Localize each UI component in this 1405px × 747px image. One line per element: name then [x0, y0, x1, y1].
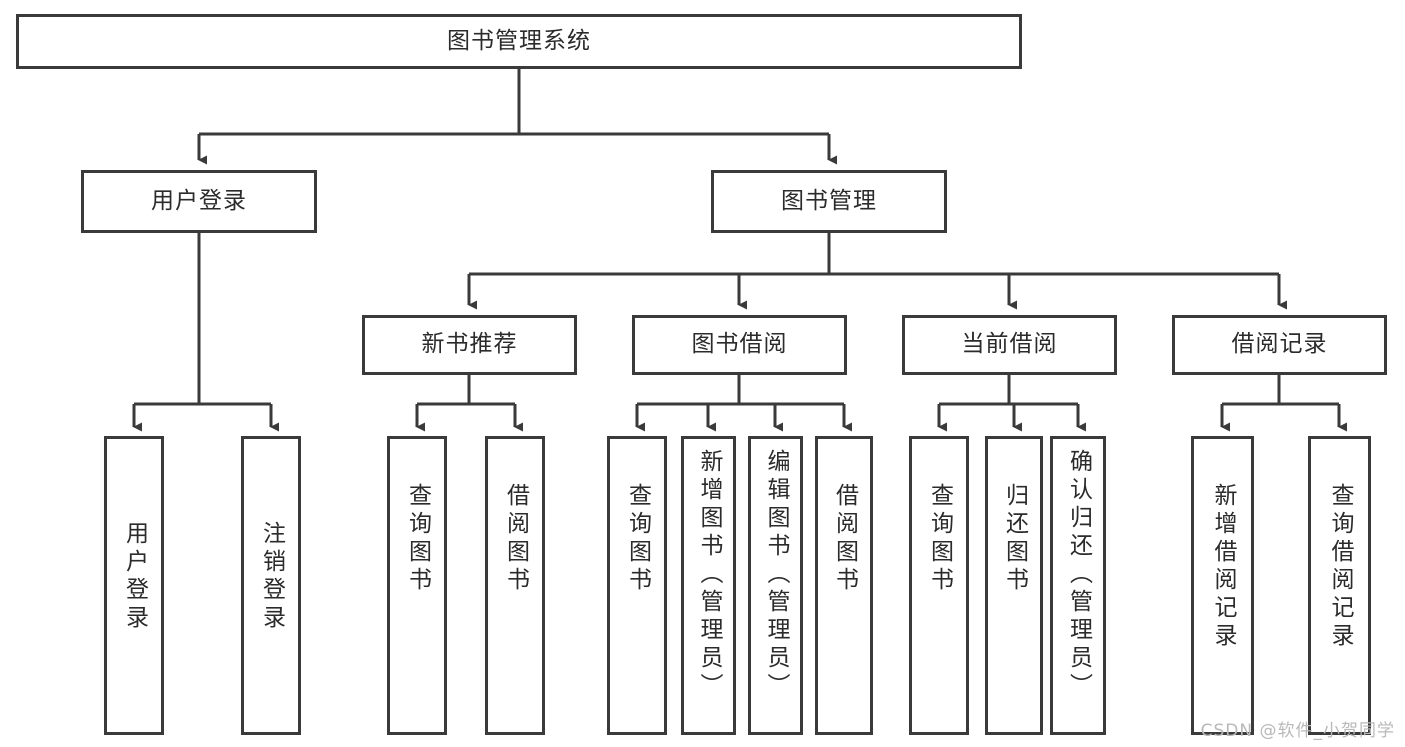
node-leaf-confirm-return-label: 确认归还（管理员） — [1065, 449, 1092, 701]
node-book-borrow[interactable]: 图书借阅 — [632, 315, 847, 375]
node-book-manage-label: 图书管理 — [781, 187, 877, 214]
node-leaf-query-record[interactable]: 查询借阅记录 — [1308, 436, 1371, 735]
node-leaf-borrow-book-1[interactable]: 借阅图书 — [485, 436, 545, 735]
node-leaf-borrow-book-2[interactable]: 借阅图书 — [815, 436, 873, 735]
node-root-label: 图书管理系统 — [447, 27, 591, 54]
node-leaf-add-record[interactable]: 新增借阅记录 — [1191, 436, 1254, 735]
node-user-login-label: 用户登录 — [151, 187, 247, 214]
node-leaf-query-book-3[interactable]: 查询图书 — [909, 436, 969, 735]
node-leaf-add-record-label: 新增借阅记录 — [1210, 483, 1236, 651]
node-leaf-query-book-1[interactable]: 查询图书 — [387, 436, 447, 735]
node-leaf-add-book-label: 新增图书（管理员） — [696, 449, 722, 701]
node-current-borrow[interactable]: 当前借阅 — [902, 315, 1117, 375]
node-leaf-edit-book-label: 编辑图书（管理员） — [763, 449, 789, 701]
node-leaf-query-book-2-label: 查询图书 — [624, 483, 651, 595]
node-leaf-query-book-2[interactable]: 查询图书 — [607, 436, 667, 735]
node-leaf-query-book-1-label: 查询图书 — [404, 483, 431, 595]
watermark-text: CSDN @软件_小贺同学 — [1200, 721, 1395, 741]
node-leaf-confirm-return[interactable]: 确认归还（管理员） — [1050, 436, 1106, 735]
node-leaf-user-logout-label: 注销登录 — [258, 521, 285, 633]
node-user-login[interactable]: 用户登录 — [81, 170, 317, 233]
node-new-book-recommend-label: 新书推荐 — [421, 331, 518, 358]
node-leaf-edit-book[interactable]: 编辑图书（管理员） — [748, 436, 803, 735]
node-leaf-add-book[interactable]: 新增图书（管理员） — [681, 436, 736, 735]
node-root[interactable]: 图书管理系统 — [16, 14, 1022, 69]
node-leaf-user-login-label: 用户登录 — [121, 521, 148, 633]
node-book-borrow-label: 图书借阅 — [691, 331, 788, 358]
node-leaf-return-book[interactable]: 归还图书 — [985, 436, 1043, 735]
node-leaf-borrow-book-2-label: 借阅图书 — [831, 483, 858, 595]
node-leaf-borrow-book-1-label: 借阅图书 — [502, 483, 529, 595]
node-borrow-record-label: 借阅记录 — [1231, 331, 1328, 358]
node-leaf-user-logout[interactable]: 注销登录 — [241, 436, 301, 735]
node-leaf-user-login[interactable]: 用户登录 — [104, 436, 164, 735]
node-borrow-record[interactable]: 借阅记录 — [1172, 315, 1387, 375]
node-book-manage[interactable]: 图书管理 — [711, 170, 947, 233]
node-new-book-recommend[interactable]: 新书推荐 — [362, 315, 577, 375]
node-leaf-return-book-label: 归还图书 — [1001, 483, 1028, 595]
node-current-borrow-label: 当前借阅 — [961, 331, 1058, 358]
node-leaf-query-book-3-label: 查询图书 — [926, 483, 953, 595]
node-leaf-query-record-label: 查询借阅记录 — [1327, 483, 1353, 651]
